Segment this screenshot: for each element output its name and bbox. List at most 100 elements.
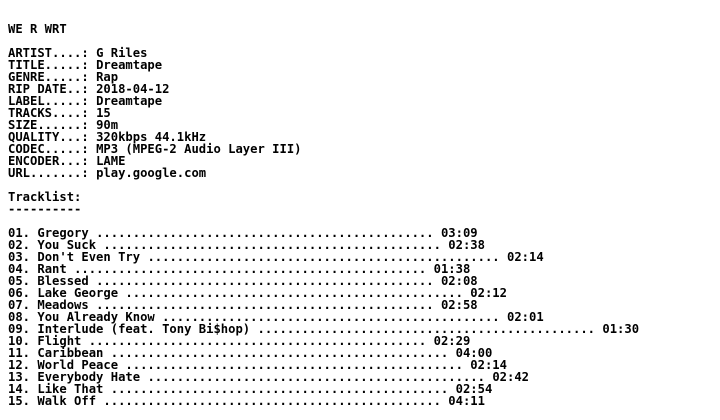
info-separator: : [81,46,97,60]
info-separator: : [81,166,97,180]
info-row-encoder: ENCODER...: LAME [8,155,639,167]
track-number: 04. [8,262,31,276]
info-key: SIZE...... [8,118,82,132]
track-row: 05. Blessed ............................… [8,275,639,287]
track-duration: 02:14 [506,250,544,264]
info-value: LAME [96,154,126,168]
track-number: 15. [8,394,31,408]
info-row-url: URL.......: play.google.com [8,167,639,179]
info-value: Rap [96,70,119,84]
track-row: 12. World Peace ........................… [8,359,639,371]
track-leader: ........................................… [74,262,427,276]
track-title: Don't Even Try [37,250,141,264]
track-row: 03. Don't Even Try .....................… [8,251,639,263]
track-leader: ........................................… [147,250,500,264]
info-value: G Riles [96,46,148,60]
info-key: RIP DATE.. [8,82,82,96]
track-leader: ........................................… [103,394,441,408]
track-title: Flight [37,334,82,348]
info-value: 320kbps 44.1kHz [96,130,207,144]
track-title: Blessed [37,274,89,288]
track-number: 13. [8,370,31,384]
info-row-quality: QUALITY...: 320kbps 44.1kHz [8,131,639,143]
track-leader: ........................................… [96,274,434,288]
release-title: WE R WRT [8,22,67,36]
track-duration: 04:11 [448,394,485,408]
track-row: 11. Caribbean ..........................… [8,347,639,359]
track-number: 09. [8,322,31,336]
info-row-title: TITLE.....: Dreamtape [8,59,639,71]
info-separator: : [81,82,97,96]
track-leader: ........................................… [103,238,441,252]
track-duration: 01:38 [433,262,471,276]
info-row-genre: GENRE.....: Rap [8,71,639,83]
info-separator: : [81,118,97,132]
track-number: 11. [8,346,31,360]
info-row-artist: ARTIST....: G Riles [8,47,639,59]
track-row: 04. Rant ...............................… [8,263,639,275]
track-title: Walk Off [37,394,97,408]
track-number: 10. [8,334,31,348]
track-row: 01. Gregory ............................… [8,227,639,239]
track-leader: ........................................… [96,226,434,240]
track-title: Gregory [37,226,89,240]
track-title: Caribbean [37,346,104,360]
track-duration: 02:58 [440,298,478,312]
track-leader: ........................................… [110,346,449,360]
track-duration: 02:14 [470,358,507,372]
track-leader: ........................................… [125,286,463,300]
info-value: 90m [96,118,119,132]
track-title: You Already Know [37,310,155,324]
info-key: GENRE..... [8,70,82,84]
track-row: 15. Walk Off ...........................… [8,395,639,407]
track-duration: 03:09 [440,226,478,240]
info-key: TITLE..... [8,58,82,72]
track-duration: 01:30 [602,322,640,336]
info-row-rip-date: RIP DATE..: 2018-04-12 [8,83,639,95]
track-number: 02. [8,238,31,252]
info-separator: : [81,94,97,108]
track-number: 03. [8,250,31,264]
track-number: 05. [8,274,31,288]
info-separator: : [81,70,97,84]
track-title: Meadows [37,298,89,312]
track-leader: ........................................… [257,322,596,336]
info-row-size: SIZE......: 90m [8,119,639,131]
track-title: Rant [37,262,67,276]
track-duration: 02:54 [455,382,493,396]
info-row-label: LABEL.....: Dreamtape [8,95,639,107]
track-duration: 02:42 [492,370,529,384]
info-separator: : [81,58,97,72]
info-separator: : [81,154,97,168]
track-number: 06. [8,286,31,300]
track-duration: 02:01 [506,310,544,324]
track-row: 14. Like That ..........................… [8,383,639,395]
track-leader: ........................................… [96,298,434,312]
info-value: Dreamtape [96,58,163,72]
info-key: TRACKS.... [8,106,82,120]
track-title: You Suck [37,238,97,252]
info-value: 15 [96,106,111,120]
info-key: LABEL..... [8,94,82,108]
track-number: 12. [8,358,31,372]
track-row: 08. You Already Know ...................… [8,311,639,323]
info-separator: : [81,106,97,120]
track-row: 09. Interlude (feat. Tony Bi$hop) ......… [8,323,639,335]
tracklist-underline: ---------- [8,202,82,216]
info-row-codec: CODEC.....: MP3 (MPEG-2 Audio Layer III) [8,143,639,155]
track-leader: ........................................… [88,334,427,348]
track-title: Lake George [37,286,119,300]
track-title: Like That [37,382,104,396]
track-row: 02. You Suck ...........................… [8,239,639,251]
track-duration: 02:08 [440,274,478,288]
info-value: 2018-04-12 [96,82,170,96]
track-duration: 02:38 [448,238,485,252]
track-number: 07. [8,298,31,312]
info-row-tracks: TRACKS....: 15 [8,107,639,119]
info-key: CODEC..... [8,142,82,156]
track-duration: 02:29 [433,334,471,348]
track-duration: 04:00 [455,346,493,360]
track-row: 13. Everybody Hate .....................… [8,371,639,383]
track-row: 07. Meadows ............................… [8,299,639,311]
